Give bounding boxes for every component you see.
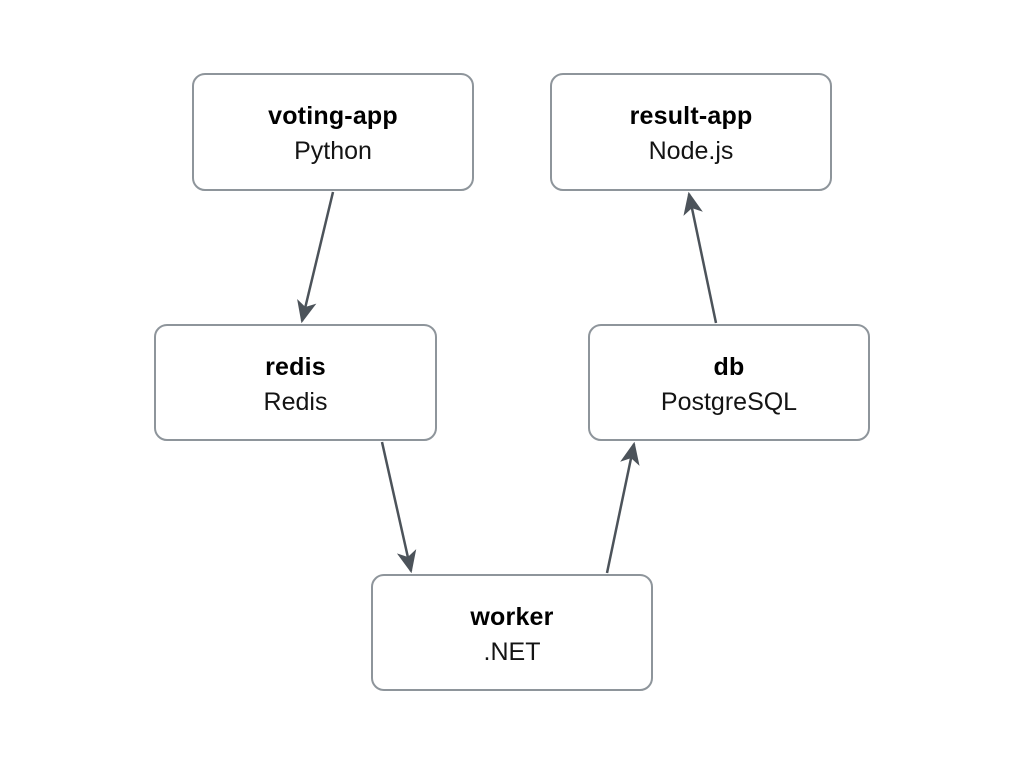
node-subtitle: .NET <box>483 637 541 666</box>
node-title: redis <box>265 352 326 381</box>
node-title: voting-app <box>268 102 398 130</box>
node-title: worker <box>470 602 554 631</box>
node-worker: worker .NET <box>371 574 653 691</box>
node-subtitle: Redis <box>263 387 328 416</box>
node-subtitle: Python <box>294 137 372 165</box>
node-subtitle: Node.js <box>648 137 734 165</box>
node-title: db <box>713 352 745 381</box>
node-title: result-app <box>629 102 753 130</box>
node-subtitle: PostgreSQL <box>660 387 798 416</box>
